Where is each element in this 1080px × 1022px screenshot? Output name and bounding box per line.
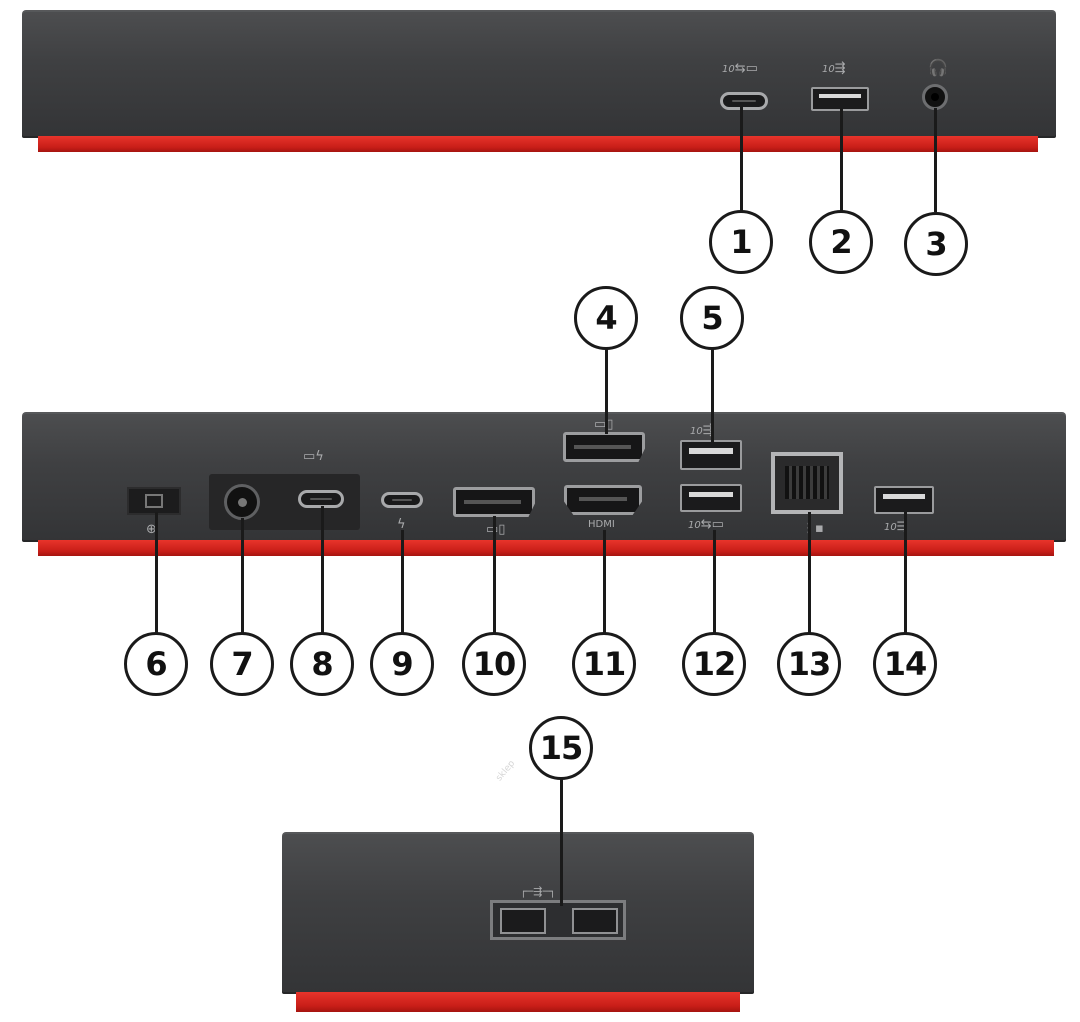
usb-icon-rear-top: 10⇶ — [690, 423, 714, 438]
callout-10: 10 — [462, 632, 526, 696]
leader-line-11 — [603, 530, 606, 634]
watermark: sklep — [494, 758, 518, 784]
leader-line-15 — [560, 778, 563, 906]
port-usb-a-side-1 — [500, 908, 546, 934]
callout-13: 13 — [777, 632, 841, 696]
usb-a-front-speed-label: 10 — [822, 64, 835, 75]
dock-front-body — [22, 10, 1056, 138]
dock-rear-red-base — [38, 540, 1054, 556]
port-displayport-1 — [563, 432, 645, 462]
dock-side-red-base — [296, 992, 740, 1012]
dock-rear-body — [22, 412, 1066, 542]
callout-7: 7 — [210, 632, 274, 696]
leader-line-4 — [605, 348, 608, 434]
port-usb-a-rear-right — [874, 486, 934, 514]
callout-2: 2 — [809, 210, 873, 274]
callout-15: 15 — [529, 716, 593, 780]
leader-line-10 — [493, 516, 496, 634]
leader-line-2 — [840, 108, 843, 212]
port-displayport-2 — [453, 487, 535, 517]
thunderbolt-icon: ϟ — [397, 517, 406, 532]
leader-line-13 — [808, 512, 811, 634]
laptop-charge-icon: ▭ϟ — [303, 449, 324, 464]
callout-11: 11 — [572, 632, 636, 696]
headphone-icon: 🎧 — [928, 58, 948, 77]
usb-bracket-icon: ┌─⇶─┐ — [520, 885, 556, 898]
callout-5: 5 — [680, 286, 744, 350]
port-hdmi — [564, 485, 642, 515]
callout-1: 1 — [709, 210, 773, 274]
port-usb-a-side-2 — [572, 908, 618, 934]
usb-a-rear-bottom-speed-label: 10 — [688, 520, 701, 531]
port-ethernet — [771, 452, 843, 514]
leader-line-8 — [321, 506, 324, 634]
leader-line-6 — [155, 512, 158, 634]
usb-c-speed-label: 10 — [722, 64, 735, 75]
port-dc-in — [224, 484, 260, 520]
usb-display-icon-rear: 10⇆▭ — [688, 517, 724, 532]
leader-line-14 — [904, 512, 907, 634]
hdmi-label: HDMI — [588, 519, 615, 530]
callout-8: 8 — [290, 632, 354, 696]
callout-12: 12 — [682, 632, 746, 696]
usb-a-rear-top-speed-label: 10 — [690, 426, 703, 437]
port-usb-c-front — [720, 92, 768, 110]
leader-line-7 — [241, 518, 244, 634]
usb-a-rear-right-speed-label: 10 — [884, 522, 897, 533]
ethernet-icon: ⋮▪ — [802, 521, 824, 536]
port-usb-a-rear-bottom — [680, 484, 742, 512]
leader-line-9 — [401, 530, 404, 634]
callout-4: 4 — [574, 286, 638, 350]
leader-line-1 — [740, 106, 743, 212]
port-usb-c-thunderbolt — [381, 492, 423, 508]
security-lock-icon: ⊕ — [146, 522, 157, 537]
port-audio-jack — [922, 84, 948, 110]
callout-9: 9 — [370, 632, 434, 696]
usb-c-display-icon: 10⇆▭ — [722, 61, 758, 76]
leader-line-5 — [711, 348, 714, 442]
callout-3: 3 — [904, 212, 968, 276]
displayport-icon-1: ▭▯ — [594, 417, 614, 432]
port-usb-a-rear-top — [680, 440, 742, 470]
callout-6: 6 — [124, 632, 188, 696]
dock-front-red-base — [38, 136, 1038, 152]
usb-icon-rear-right: 10⇶ — [884, 519, 908, 534]
leader-line-3 — [934, 108, 937, 212]
callout-14: 14 — [873, 632, 937, 696]
leader-line-12 — [713, 530, 716, 634]
usb-icon: 10⇶ — [822, 61, 846, 76]
security-lock-slot — [127, 487, 181, 515]
